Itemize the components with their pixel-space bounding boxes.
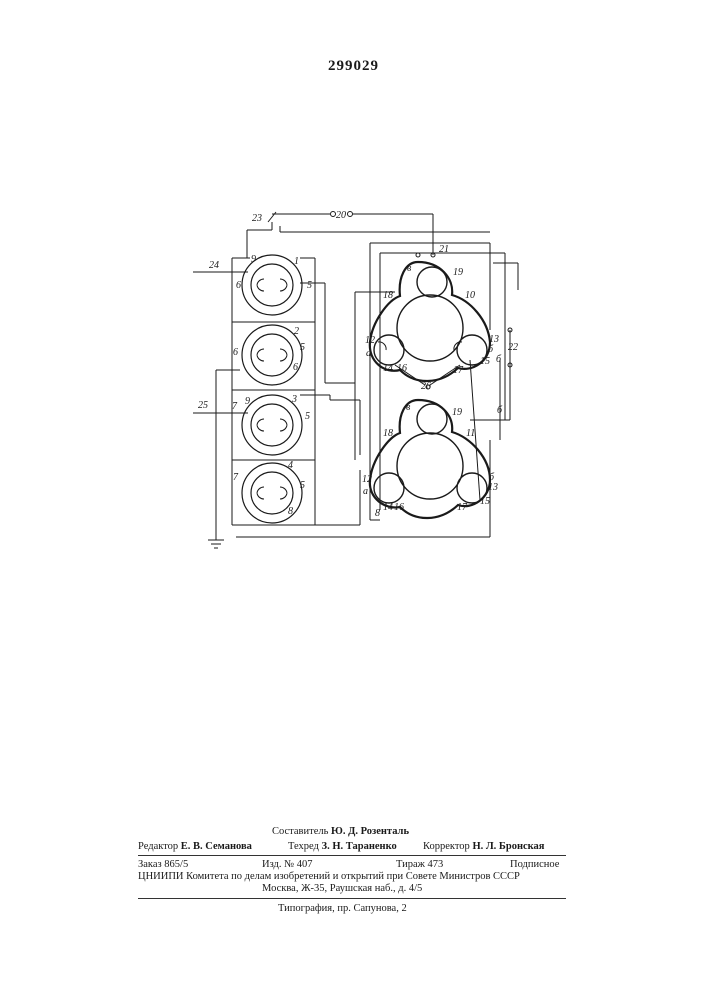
label-b1: б bbox=[488, 344, 494, 355]
footer-divider-bottom bbox=[138, 898, 566, 899]
label-9a: 9 bbox=[251, 254, 256, 265]
label-23: 23 bbox=[252, 213, 262, 224]
label-15b: 15 bbox=[480, 496, 490, 507]
label-19b: 19 bbox=[452, 407, 462, 418]
label-13b: 13 bbox=[488, 482, 498, 493]
label-18a: 18 bbox=[383, 290, 393, 301]
person-name: Ю. Д. Розенталь bbox=[331, 826, 409, 837]
label-5a: 5 bbox=[307, 280, 312, 291]
corrector-line: Корректор Н. Л. Бронская bbox=[423, 841, 545, 853]
izd-number: Изд. № 407 bbox=[262, 859, 313, 871]
label-17a: 17 bbox=[453, 365, 464, 376]
label-3: 3 bbox=[291, 394, 297, 405]
label-22: 22 bbox=[508, 342, 518, 353]
person-name: З. Н. Тараненко bbox=[322, 841, 397, 852]
address-line: Москва, Ж-35, Раушская наб., д. 4/5 bbox=[262, 883, 422, 895]
label-10: 10 bbox=[465, 290, 475, 301]
label-v2: в bbox=[406, 402, 411, 413]
label-7a: 7 bbox=[232, 401, 238, 412]
label-16a: 16 bbox=[397, 363, 407, 374]
label-18b: 18 bbox=[383, 428, 393, 439]
label-14b: 14 bbox=[383, 502, 393, 513]
label-15a: 15 bbox=[480, 356, 490, 367]
person-name: Н. Л. Бронская bbox=[472, 841, 544, 852]
techred-line: Техред З. Н. Тараненко bbox=[288, 841, 397, 853]
print-run: Тираж 473 bbox=[396, 859, 443, 871]
label-6b: 6 bbox=[233, 347, 238, 358]
label-8a: 8 bbox=[288, 506, 293, 517]
imprint-block: Составитель Ю. Д. Розенталь Редактор Е. … bbox=[138, 826, 566, 946]
label-5d: 5 bbox=[300, 480, 305, 491]
organization-line: ЦНИИПИ Комитета по делам изобретений и о… bbox=[138, 871, 520, 883]
footer-divider-top bbox=[138, 855, 566, 856]
label-2: 2 bbox=[294, 326, 299, 337]
label-17b: 17 bbox=[457, 502, 468, 513]
order-number: Заказ 865/5 bbox=[138, 859, 188, 871]
compiler-line: Составитель Ю. Д. Розенталь bbox=[272, 826, 409, 838]
label-14a: 14 bbox=[383, 363, 393, 374]
three-lobe-core-lower bbox=[370, 400, 490, 518]
label-1: 1 bbox=[294, 256, 299, 267]
label-25: 25 bbox=[198, 400, 208, 411]
label-19a: 19 bbox=[453, 267, 463, 278]
label-8b: 8 bbox=[375, 508, 380, 519]
label-24: 24 bbox=[209, 260, 219, 271]
label-6c: 6 bbox=[293, 362, 298, 373]
label-5c: 5 bbox=[305, 411, 310, 422]
editor-line: Редактор Е. В. Семанова bbox=[138, 841, 252, 853]
transformer-stack bbox=[242, 255, 302, 523]
label-a1: а bbox=[366, 348, 371, 359]
patent-number: 299029 bbox=[0, 58, 707, 75]
label-11: 11 bbox=[466, 428, 475, 439]
circuit-diagram: 1 9 6 5 24 2 6 5 6 9 3 7 5 25 4 7 5 8 23… bbox=[180, 200, 520, 560]
label-12a: 12 bbox=[365, 335, 375, 346]
label-16b: 16 bbox=[394, 502, 404, 513]
label-21: 21 bbox=[439, 244, 449, 255]
transformer-4 bbox=[242, 463, 302, 523]
typography-line: Типография, пр. Сапунова, 2 bbox=[278, 903, 407, 915]
label-5b: 5 bbox=[300, 342, 305, 353]
label-26: 26 bbox=[421, 381, 431, 392]
subscription-note: Подписное bbox=[510, 859, 559, 871]
label-9b: 9 bbox=[245, 396, 250, 407]
label-12b: 12 bbox=[362, 474, 372, 485]
label-7b: 7 bbox=[233, 472, 239, 483]
label-20: 20 bbox=[336, 210, 346, 221]
label-v1: в bbox=[407, 263, 412, 274]
label-a2: а bbox=[363, 486, 368, 497]
person-name: Е. В. Семанова bbox=[181, 841, 252, 852]
label-b3: б bbox=[496, 354, 502, 365]
label-b4: б bbox=[497, 405, 503, 416]
label-4: 4 bbox=[288, 460, 293, 471]
transformer-2 bbox=[242, 325, 302, 385]
label-6a: 6 bbox=[236, 280, 241, 291]
